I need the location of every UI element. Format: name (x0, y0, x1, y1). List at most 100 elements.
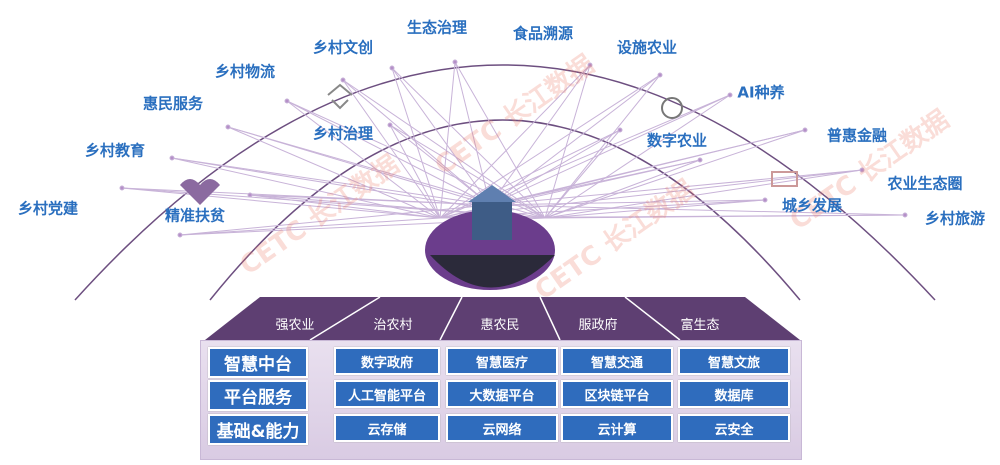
link-line (544, 214, 906, 219)
node-dot (340, 77, 346, 83)
service-box: 云计算 (561, 414, 673, 442)
link-line (179, 217, 441, 236)
inner-label: 乡村治理 (312, 124, 374, 143)
outer-label: 生态治理 (406, 18, 468, 37)
outer-label: 农业生态圈 (887, 174, 963, 193)
outer-label: 乡村教育 (84, 141, 146, 160)
service-box: 云存储 (334, 414, 440, 442)
link-line (342, 79, 441, 219)
link-line (389, 124, 491, 206)
service-box: 大数据平台 (446, 380, 558, 408)
node-dot (169, 155, 175, 161)
link-line (544, 169, 863, 219)
outer-label: AI种养 (737, 83, 785, 102)
link-line (489, 199, 766, 206)
outer-label: 惠民服务 (142, 94, 204, 113)
link-line (544, 94, 731, 219)
node-dot (387, 122, 393, 128)
link-line (391, 67, 546, 219)
outer-label: 乡村党建 (17, 199, 79, 218)
link-line (171, 157, 491, 206)
link-line (489, 94, 731, 206)
service-box: 云安全 (678, 414, 790, 442)
link-line (489, 159, 701, 206)
island-illustration (425, 185, 555, 290)
outer-label: 乡村文创 (312, 38, 374, 57)
link-line (439, 61, 456, 219)
inner-label: 城乡发展 (781, 196, 843, 215)
outer-label: 乡村旅游 (924, 209, 986, 228)
pillar-label: 治农村 (373, 318, 413, 333)
pillar-header (205, 297, 800, 340)
handshake-icon (180, 179, 220, 205)
outer-arc (74, 64, 936, 301)
link-line (454, 61, 546, 219)
icons (180, 83, 798, 205)
outer-label: 设施农业 (616, 38, 678, 57)
node-dot (247, 192, 253, 198)
link-line (489, 129, 621, 206)
service-box: 智慧文旅 (678, 347, 790, 375)
link-line (489, 204, 906, 216)
link-line (489, 169, 863, 206)
node-dot (617, 127, 623, 133)
row-header: 智慧中台 (208, 347, 308, 378)
inner-arc (209, 119, 801, 301)
pillar-label: 惠农民 (480, 318, 520, 333)
link-line (249, 194, 491, 206)
pillar-label: 强农业 (275, 318, 315, 333)
link-line (544, 74, 661, 219)
node-dot (657, 72, 663, 78)
service-box: 人工智能平台 (334, 380, 440, 408)
link-line (439, 64, 591, 219)
service-box: 数据库 (678, 380, 790, 408)
link-line (391, 67, 441, 219)
link-line (489, 64, 591, 206)
link-line (249, 194, 441, 219)
tower-icon (327, 83, 353, 110)
node-dot (762, 197, 768, 203)
inner-label: 精准扶贫 (164, 206, 226, 225)
service-box: 数字政府 (334, 347, 440, 375)
link-line (439, 129, 621, 219)
link-line (489, 74, 661, 206)
link-line (342, 79, 491, 206)
link-line (227, 126, 491, 206)
truck-icon (771, 171, 798, 187)
node-dot (177, 232, 183, 238)
outer-label: 乡村物流 (214, 62, 276, 81)
leaf-icon (661, 97, 683, 119)
row-header: 平台服务 (208, 380, 308, 411)
link-line (121, 187, 441, 219)
node-dot (119, 185, 125, 191)
outer-label: 食品溯源 (512, 24, 574, 43)
connection-lines (119, 59, 908, 238)
link-line (544, 159, 701, 219)
link-line (391, 67, 491, 206)
row-header: 基础&能力 (208, 414, 308, 445)
link-line (227, 126, 441, 219)
link-line (286, 100, 441, 219)
inner-label: 数字农业 (646, 131, 708, 150)
link-line (389, 124, 441, 219)
node-dot (697, 157, 703, 163)
link-line (489, 129, 806, 206)
service-box: 智慧交通 (561, 347, 673, 375)
link-line (171, 157, 441, 219)
node-dot (902, 212, 908, 218)
node-dot (587, 62, 593, 68)
node-dot (284, 98, 290, 104)
node-dot (859, 167, 865, 173)
node-dot (452, 59, 458, 65)
link-line (286, 100, 491, 206)
link-line (544, 199, 766, 219)
service-box: 智慧医疗 (446, 347, 558, 375)
service-box: 云网络 (446, 414, 558, 442)
service-box: 区块链平台 (561, 380, 673, 408)
node-dot (389, 65, 395, 71)
outer-label: 普惠金融 (826, 126, 888, 145)
pillar-label: 服政府 (578, 318, 618, 333)
node-dot (727, 92, 733, 98)
link-line (389, 124, 546, 219)
